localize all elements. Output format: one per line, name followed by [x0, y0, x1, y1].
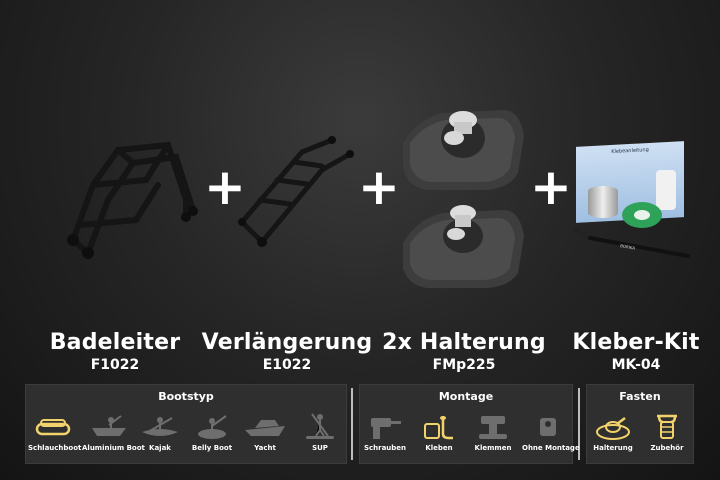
option-schlauchboot[interactable]: Schlauchboot — [28, 412, 82, 452]
divider — [578, 388, 580, 460]
product-name: 2x Halterung — [382, 330, 546, 355]
glue-can — [588, 186, 618, 218]
kayak-icon — [142, 417, 178, 436]
plus-icon: + — [204, 158, 246, 216]
option-label: Belly Boot — [191, 444, 233, 452]
tape-roll — [622, 202, 662, 228]
option-label: Ohne Montage — [522, 444, 580, 452]
product-kit: Kleber-Kit MK-04 — [566, 330, 706, 373]
option-label: SUP — [312, 444, 328, 452]
product-mount: 2x Halterung FMp225 — [382, 330, 546, 373]
clamp-icon — [479, 416, 507, 439]
option-zubehoer[interactable]: Zubehör — [644, 412, 690, 452]
option-label: Kajak — [149, 444, 171, 452]
option-aluminium-boot[interactable]: Aluminium Boot — [82, 412, 145, 452]
plus-icon: + — [358, 158, 400, 216]
divider — [351, 388, 353, 460]
product-ladder: Badeleiter F1022 — [40, 330, 190, 373]
panel-title: Bootstyp — [158, 390, 214, 403]
instruction-box-label: Klebeanleitung — [611, 147, 649, 155]
option-kajak[interactable]: Kajak — [140, 412, 180, 452]
panel-montage: Montage — [359, 384, 573, 464]
brush-image: BORIKA — [574, 228, 690, 258]
accessory-icon — [657, 414, 677, 439]
option-schrauben[interactable]: Schrauben — [362, 412, 408, 452]
product-name: Badeleiter — [49, 330, 181, 355]
option-label: Schrauben — [363, 444, 407, 452]
drill-icon — [371, 418, 401, 439]
panel-fasten: Fasten — [586, 384, 694, 464]
option-label: Aluminium Boot — [82, 444, 145, 452]
option-klemmen[interactable]: Klemmen — [470, 412, 516, 452]
option-halterung[interactable]: Halterung — [590, 412, 636, 452]
sup-icon — [306, 413, 334, 439]
extension-image — [238, 136, 354, 247]
adhesive-kit-image: Klebeanleitung BORIKA — [572, 138, 692, 266]
option-kleben[interactable]: Kleben — [416, 412, 462, 452]
product-code: E1022 — [262, 357, 312, 373]
product-code: F1022 — [90, 357, 140, 373]
option-belly-boot[interactable]: Belly Boot — [188, 412, 236, 452]
yacht-icon — [245, 420, 285, 436]
aluminium-boat-icon — [92, 415, 126, 436]
panel-title: Montage — [438, 390, 494, 403]
inflatable-boat-icon — [35, 419, 71, 436]
product-code: FMp225 — [432, 357, 496, 373]
brush-brand: BORIKA — [620, 243, 636, 251]
product-name: Kleber-Kit — [572, 330, 700, 355]
ladder-image — [67, 141, 198, 259]
glue-icon — [424, 416, 453, 440]
option-label: Zubehör — [650, 444, 684, 452]
activator-bottle — [656, 170, 676, 210]
product-code: MK-04 — [611, 357, 661, 373]
option-ohne-montage[interactable]: Ohne Montage — [522, 412, 580, 452]
option-label: Klemmen — [474, 444, 512, 452]
option-label: Yacht — [254, 444, 276, 452]
no-mount-icon — [540, 418, 556, 436]
option-label: Schlauchboot — [28, 444, 82, 452]
belly-boat-icon — [198, 415, 227, 439]
plus-icon: + — [530, 158, 572, 216]
product-extension: Verlängerung E1022 — [200, 330, 374, 373]
mount-image-bottom — [403, 205, 524, 288]
option-label: Kleben — [425, 444, 453, 452]
panel-bootstyp: Bootstyp — [25, 384, 347, 464]
product-name: Verlängerung — [201, 330, 373, 355]
mount-image-top — [403, 110, 524, 190]
option-sup[interactable]: SUP — [300, 412, 340, 452]
option-label: Halterung — [593, 444, 633, 452]
option-yacht[interactable]: Yacht — [240, 412, 290, 452]
mount-icon — [596, 417, 630, 440]
panel-title: Fasten — [619, 390, 661, 403]
